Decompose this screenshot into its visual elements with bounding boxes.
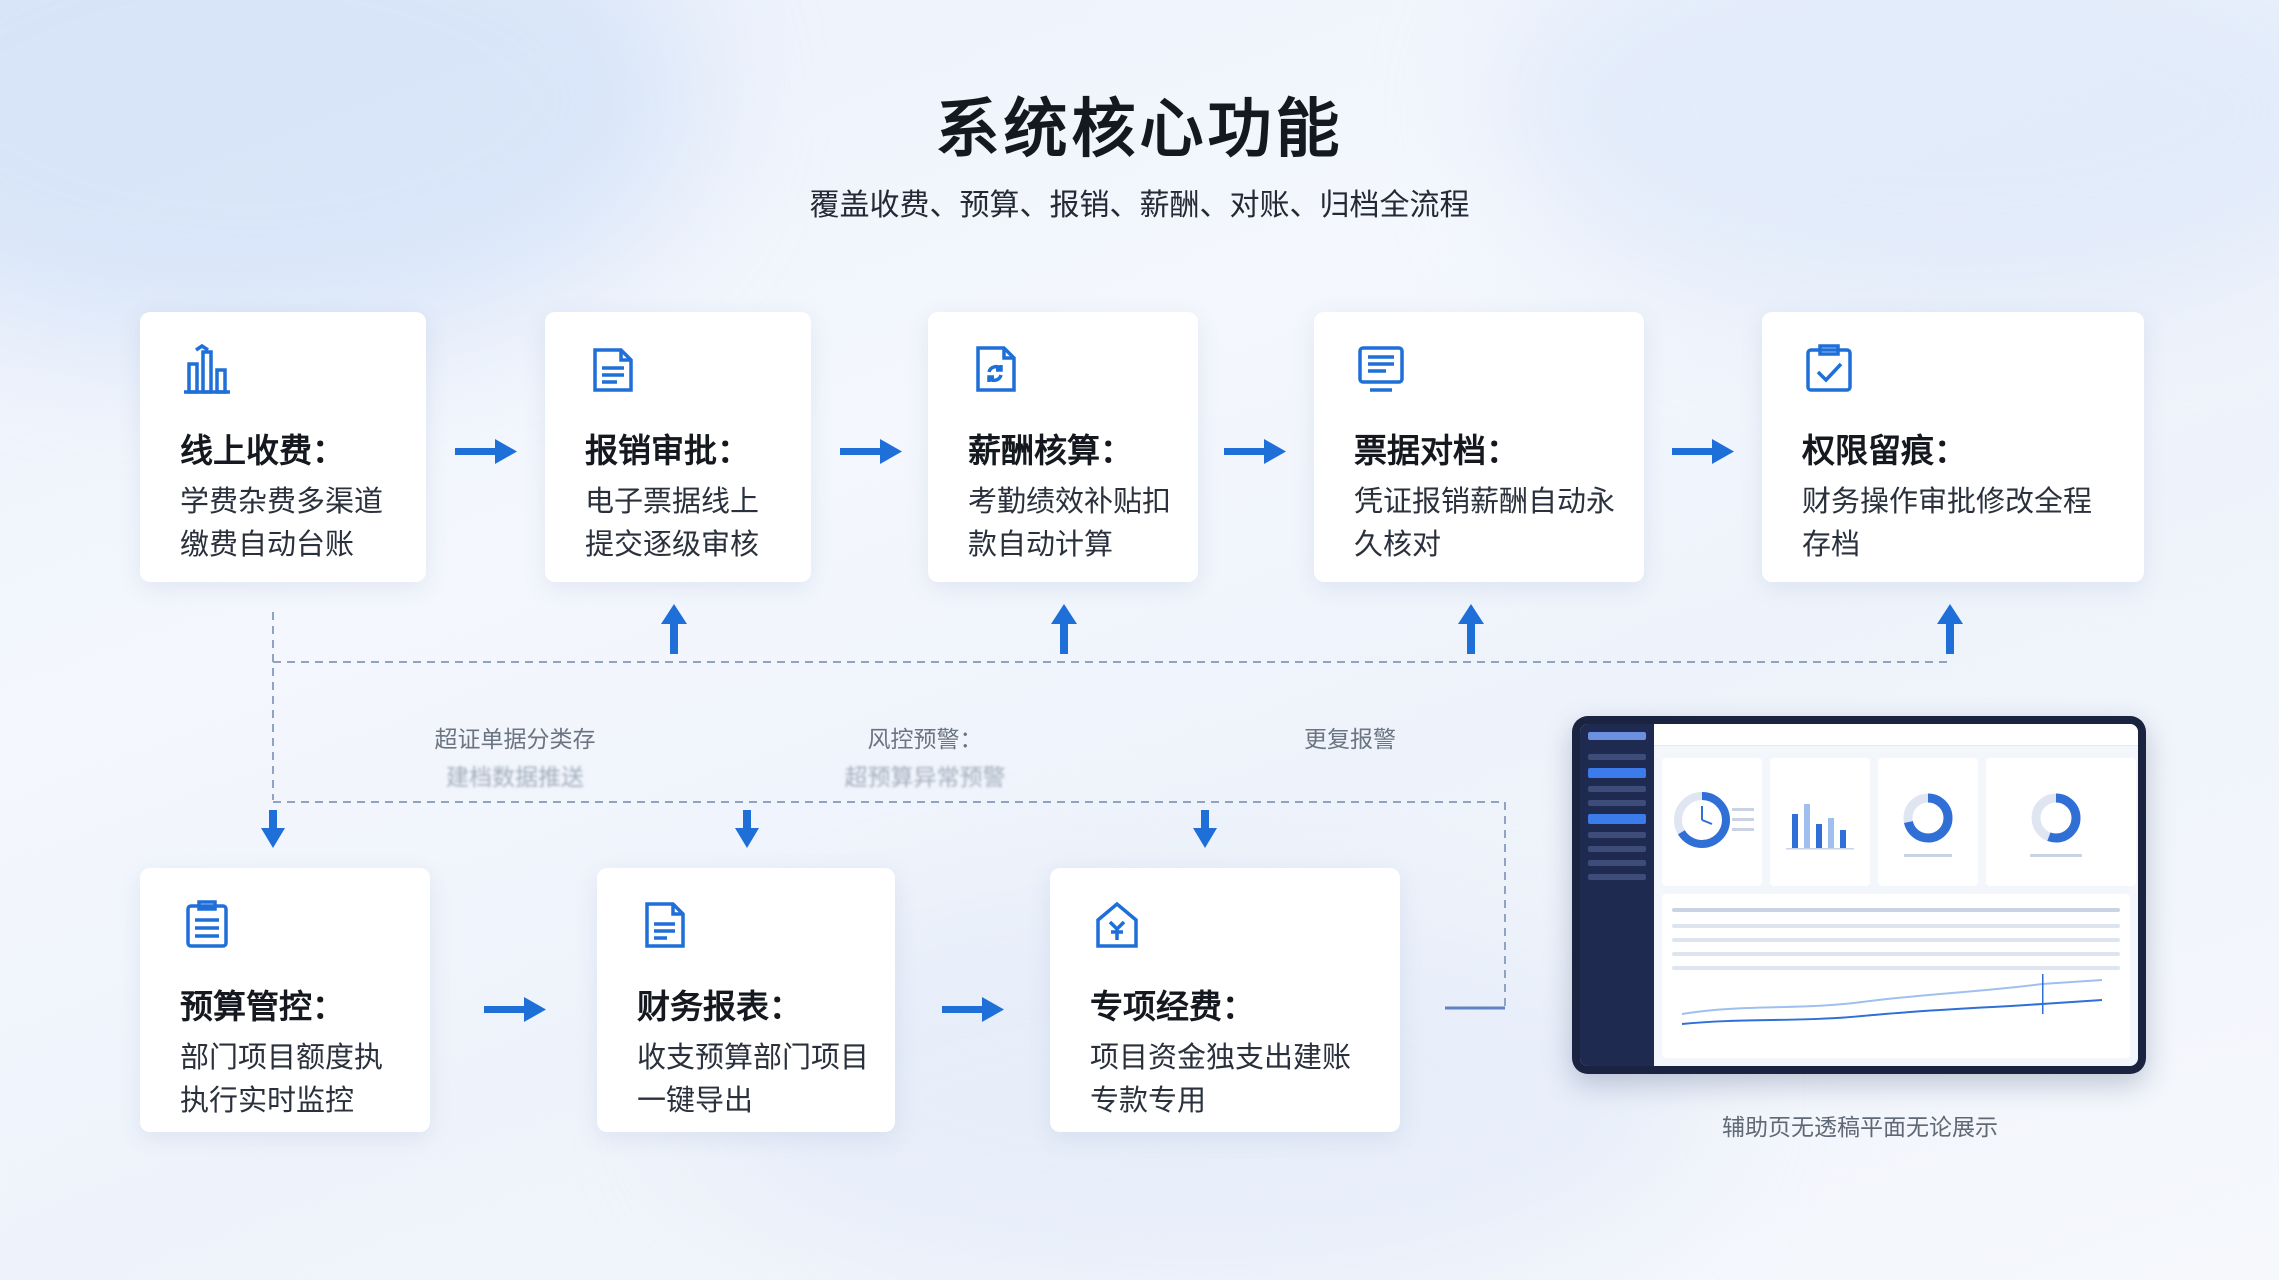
card-payroll-accounting[interactable]: 薪酬核算： 考勤绩效补贴扣款自动计算	[928, 312, 1198, 582]
arrow-right-2	[840, 439, 902, 464]
card-description: 项目资金独支出建账专款专用	[1090, 1040, 1352, 1117]
card-description: 电子票据线上提交逐级审核	[585, 484, 760, 561]
card-title: 专项经费：	[1090, 987, 1255, 1026]
card-description: 收支预算部门项目一键导出	[637, 1040, 870, 1117]
preview-panel	[1770, 758, 1870, 886]
card-title: 权限留痕：	[1802, 431, 1967, 470]
card-title: 财务报表：	[637, 987, 802, 1026]
preview-sidebar	[1580, 724, 1654, 1066]
document-icon	[593, 348, 633, 392]
caption-risk-alert: 风控预警：	[867, 727, 983, 753]
report-doc-icon	[645, 902, 685, 948]
arrow-right-4	[1672, 439, 1734, 464]
monitor-list-icon	[1358, 346, 1404, 392]
caption-alarm: 更复报警	[1304, 727, 1396, 753]
card-title: 预算管控：	[180, 987, 345, 1026]
card-description: 考勤绩效补贴扣款自动计算	[968, 484, 1172, 561]
clipboard-list-icon	[186, 900, 228, 948]
arrow-up-2	[1051, 604, 1077, 654]
page-title: 系统核心功能	[935, 93, 1344, 167]
card-permission-trace[interactable]: 权限留痕： 财务操作审批修改全程存档	[1762, 312, 2144, 582]
arrow-up-1	[661, 604, 687, 654]
card-budget-control[interactable]: 预算管控： 部门项目额度执执行实时监控	[140, 868, 430, 1132]
arrow-down-2	[735, 810, 759, 848]
preview-caption: 辅助页无透稿平面无论展示	[1722, 1115, 1998, 1141]
preview-panel	[1986, 758, 2136, 886]
caption-archive-sub: 建档数据推送	[446, 765, 584, 791]
caption-archive: 超证单据分类存	[434, 727, 596, 753]
card-online-payment[interactable]: 线上收费： 学费杂费多渠道缴费自动台账	[140, 312, 426, 582]
dashboard-preview	[1572, 716, 2146, 1074]
arrow-up-4	[1937, 604, 1963, 654]
arrow-down-1	[261, 810, 285, 848]
arrow-right-1	[455, 439, 517, 464]
card-description: 凭证报销薪酬自动永久核对	[1354, 484, 1616, 561]
arrow-up-3	[1458, 604, 1484, 654]
arrow-down-3	[1193, 810, 1217, 848]
caption-risk-alert-sub: 超预算异常预警	[844, 765, 1006, 791]
card-title: 线上收费：	[180, 431, 345, 470]
recycle-document-icon	[976, 346, 1016, 392]
card-financial-report[interactable]: 财务报表： 收支预算部门项目一键导出	[597, 868, 895, 1132]
card-reimbursement-approval[interactable]: 报销审批： 电子票据线上提交逐级审核	[545, 312, 811, 582]
preview-table	[1662, 894, 2130, 1058]
card-description: 部门项目额度执执行实时监控	[180, 1040, 384, 1117]
arrow-right-3	[1224, 439, 1286, 464]
preview-panel	[1878, 758, 1978, 886]
bar-chart-icon	[184, 343, 230, 394]
card-title: 票据对档：	[1354, 431, 1519, 470]
card-title: 薪酬核算：	[968, 431, 1133, 470]
card-description: 学费杂费多渠道缴费自动台账	[180, 484, 384, 561]
money-doc-icon	[1096, 901, 1138, 948]
arrow-right-6	[942, 997, 1004, 1022]
page-subtitle: 覆盖收费、预算、报销、薪酬、对账、归档全流程	[809, 188, 1470, 223]
card-special-funds[interactable]: 专项经费： 项目资金独支出建账专款专用	[1050, 868, 1400, 1132]
checked-clipboard-icon	[1806, 344, 1852, 392]
card-description: 财务操作审批修改全程存档	[1802, 484, 2093, 561]
card-title: 报销审批：	[585, 431, 750, 470]
card-voucher-matching[interactable]: 票据对档： 凭证报销薪酬自动永久核对	[1314, 312, 1644, 582]
preview-panel	[1662, 758, 1762, 886]
preview-topbar	[1654, 724, 2138, 746]
arrow-right-5	[484, 997, 546, 1022]
